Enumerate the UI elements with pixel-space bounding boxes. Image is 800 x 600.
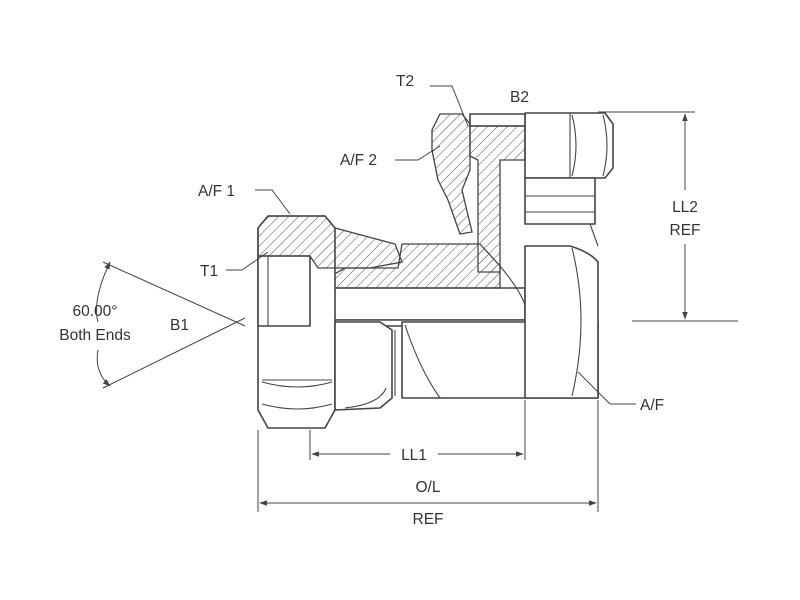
left-collar (334, 321, 393, 411)
top-nut-flat-3 (602, 114, 608, 177)
label-af1: A/F 1 (198, 183, 235, 200)
top-swivel-nut (431, 112, 614, 273)
left-nut-inner (257, 255, 311, 327)
label-b1: B1 (170, 317, 189, 334)
label-af: A/F (640, 397, 664, 414)
angle-arc-lower (96, 349, 111, 387)
top-nut-hex (524, 112, 614, 179)
top-nut-section (431, 113, 473, 235)
af-leader (577, 371, 636, 405)
top-nut-bore (469, 113, 526, 127)
label-t2: T2 (396, 73, 414, 90)
label-af2: A/F 2 (340, 152, 377, 169)
run-body (309, 287, 526, 321)
body-fillet-upper (499, 265, 526, 306)
left-nut-chamfer (261, 381, 333, 388)
angle-leg-lower (102, 317, 246, 389)
label-b2: B2 (510, 89, 529, 106)
fitting-body (307, 243, 599, 399)
af2-leader (395, 145, 441, 161)
af1-leader (255, 189, 291, 215)
t2-leader (430, 85, 469, 127)
body-hex-flat (571, 247, 582, 397)
left-collar-fillet (344, 387, 387, 409)
left-swivel-nut (257, 215, 403, 429)
left-nut-section (257, 215, 403, 269)
label-ll2-ref: REF (670, 222, 701, 239)
label-ol: O/L (416, 479, 441, 496)
body-right-hex (524, 245, 599, 399)
label-ll1: LL1 (401, 447, 427, 464)
top-nut-flat-2 (571, 114, 577, 177)
label-ol-ref: REF (413, 511, 444, 528)
label-ll2: LL2 (672, 199, 698, 216)
left-nut-chamfer-2 (261, 403, 333, 410)
top-neck (524, 177, 596, 225)
body-fillet-lower (404, 324, 441, 399)
labels: T2 B2 A/F 2 A/F 1 T1 B1 60.00° Both Ends… (59, 73, 700, 528)
label-angle-value: 60.00° (73, 303, 118, 320)
angle-leg-upper (102, 261, 246, 327)
angle-arc-upper (96, 261, 111, 323)
dimensions (96, 85, 738, 512)
label-angle-note: Both Ends (59, 327, 131, 344)
top-neck-step (525, 223, 599, 247)
label-t1: T1 (200, 263, 218, 280)
t1-leader (226, 251, 269, 271)
top-stem-section (469, 125, 526, 273)
